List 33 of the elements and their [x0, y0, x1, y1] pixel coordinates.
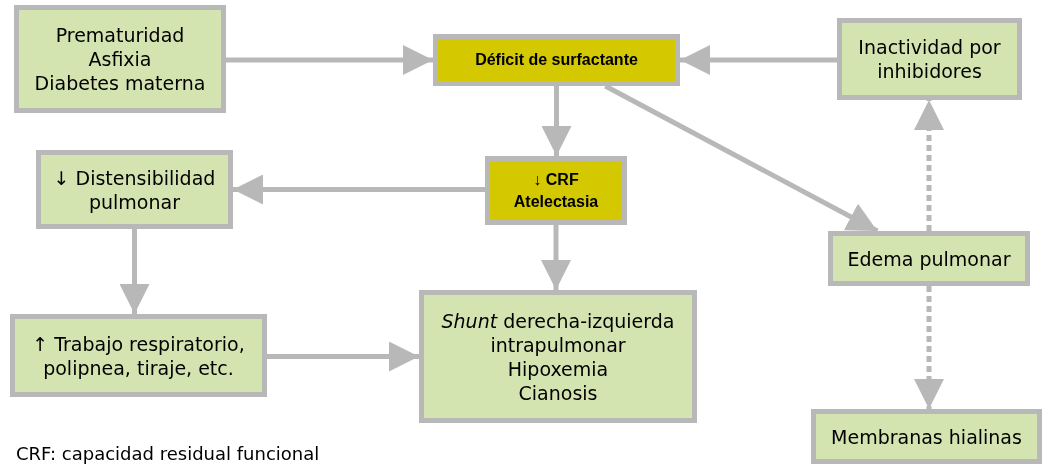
process-box — [828, 231, 1030, 286]
highlighted-box — [433, 34, 680, 86]
arrow — [914, 100, 944, 231]
highlighted-box — [485, 156, 627, 225]
arrow — [267, 341, 419, 372]
node-text: Hipoxemia — [507, 356, 609, 381]
node-text: Membranas hialinas — [831, 424, 1022, 449]
node-text: Asfixia — [88, 47, 152, 71]
process-box — [811, 409, 1042, 464]
arrow — [119, 229, 150, 314]
node-text: Prematuridad — [55, 23, 185, 47]
node-text: ↓ Distensibilidad pulmonar — [52, 165, 217, 214]
arrow — [680, 45, 837, 75]
node-text: ↓ CRF — [533, 169, 579, 190]
process-box — [36, 150, 233, 229]
node-text: ↑ Trabajo respiratorio, polipnea, tiraje, etc. — [31, 331, 246, 380]
node-text: Atelectasia — [513, 191, 599, 212]
node-text: Cianosis — [518, 380, 598, 405]
node-text: Diabetes materna — [34, 71, 206, 95]
node-text: Edema pulmonar — [847, 246, 1011, 271]
process-box — [837, 18, 1022, 100]
process-box — [14, 5, 226, 113]
process-box — [10, 314, 267, 397]
node-text: Déficit de surfactante — [475, 50, 638, 70]
process-box — [419, 290, 697, 423]
arrow — [914, 286, 944, 409]
node-text: Inactividad por inhibidores — [857, 35, 1002, 83]
footnote: CRF: capacidad residual funcional — [16, 442, 320, 466]
arrow — [226, 45, 433, 75]
arrow — [541, 86, 572, 156]
node-text: Shunt derecha-izquierda intrapulmonar — [440, 308, 676, 357]
arrow — [541, 225, 571, 290]
arrow — [233, 174, 485, 205]
